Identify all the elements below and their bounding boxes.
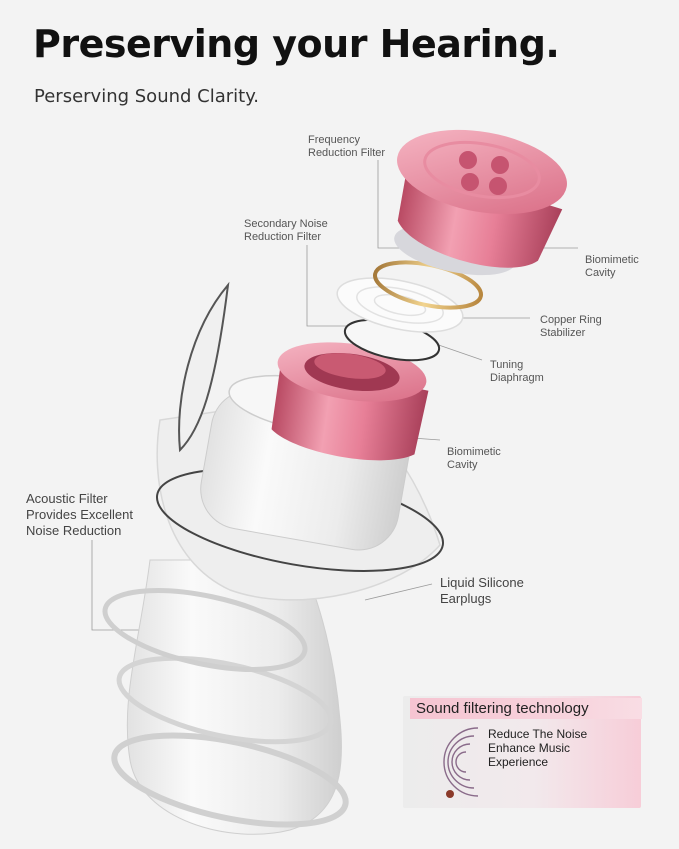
label-acoustic-filter: Acoustic Filter Provides Excellent Noise…	[26, 491, 133, 538]
label-tuning-diaphragm: Tuning Diaphragm	[490, 359, 544, 384]
badge-description: Reduce The Noise Enhance Music Experienc…	[488, 727, 588, 769]
badge-title: Sound filtering technology	[410, 698, 642, 719]
label-biomimetic-cavity-bottom: Biomimetic Cavity	[447, 446, 501, 471]
biomimetic-cavity-lower	[271, 342, 429, 461]
sound-spiral-icon	[443, 727, 479, 798]
label-frequency-reduction-filter: Frequency Reduction Filter	[308, 134, 386, 159]
label-secondary-noise-filter: Secondary Noise Reduction Filter	[244, 218, 328, 243]
secondary-filter-disc	[336, 277, 464, 333]
label-copper-ring-stabilizer: Copper Ring Stabilizer	[540, 314, 602, 339]
frequency-filter-cap	[397, 129, 567, 268]
headline: Preserving your Hearing.	[33, 22, 560, 66]
label-biomimetic-cavity-top: Biomimetic Cavity	[585, 254, 639, 279]
label-liquid-silicone-earplugs: Liquid Silicone Earplugs	[440, 575, 524, 606]
subheadline: Perserving Sound Clarity.	[34, 86, 260, 107]
